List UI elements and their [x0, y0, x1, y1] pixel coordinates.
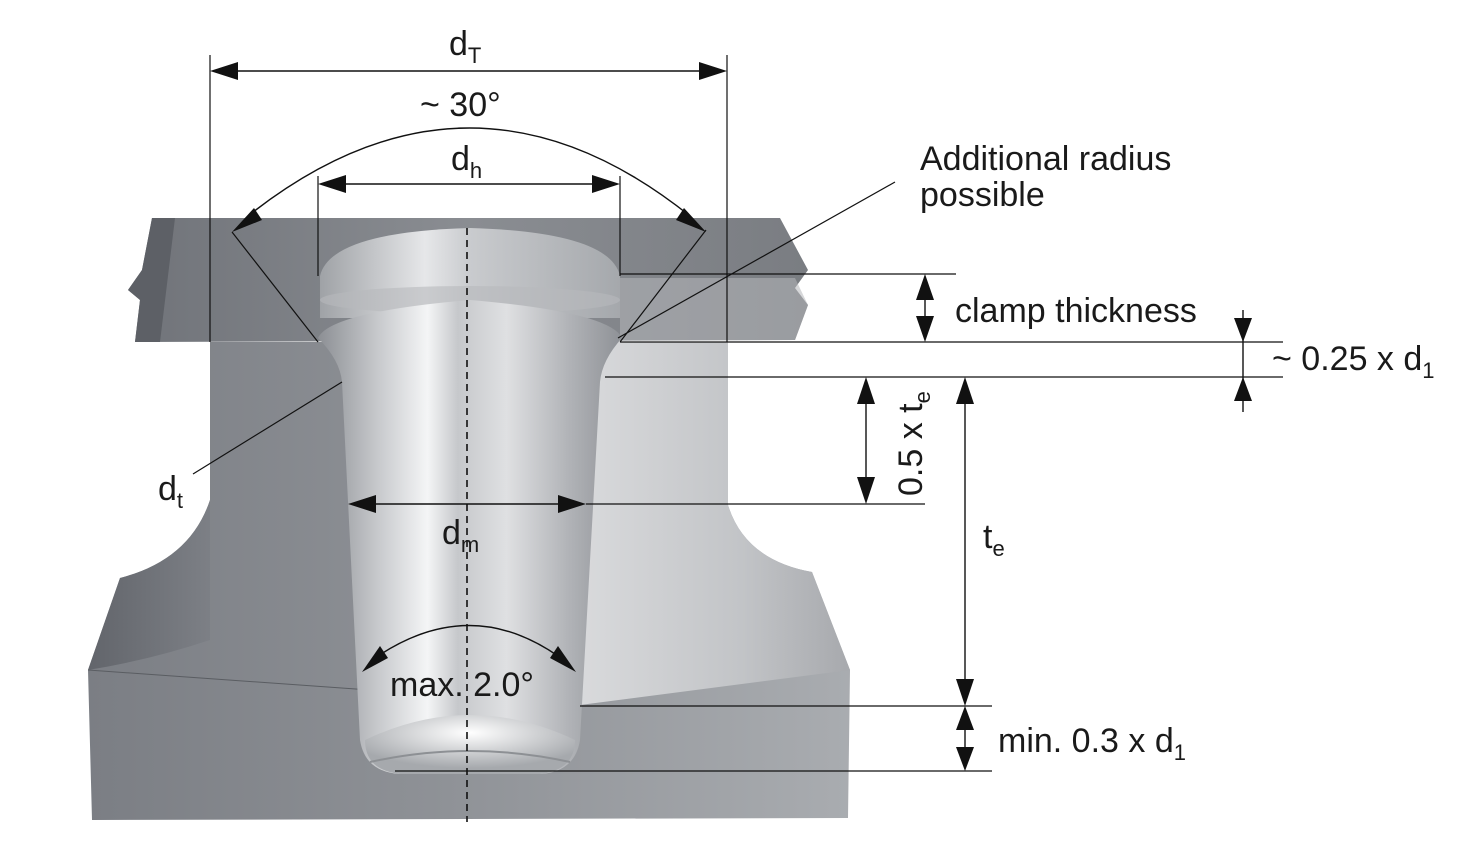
dim-te [956, 377, 974, 706]
dim-half-te [586, 377, 925, 505]
label-dt: dt [158, 470, 183, 513]
dim-min-d1 [395, 705, 992, 772]
label-half-te: 0.5 x te [892, 391, 935, 496]
dim-angle-2 [362, 624, 576, 672]
label-dh: dh [451, 140, 482, 183]
label-clamp-thickness: clamp thickness [955, 292, 1197, 330]
label-min-d1: min. 0.3 x d1 [998, 722, 1186, 765]
dim-quarter-d1 [605, 310, 1283, 412]
dim-dh [317, 175, 621, 276]
label-dm: dm [442, 514, 479, 557]
bore-hole [318, 228, 622, 774]
leader-dt [192, 381, 343, 475]
label-additional-radius-2: possible [920, 176, 1045, 214]
label-quarter-d1: ~ 0.25 x d1 [1272, 340, 1435, 383]
dim-angle-30 [231, 127, 707, 343]
label-dT: dT [449, 25, 481, 68]
leader-additional-radius [617, 181, 896, 339]
label-additional-radius-1: Additional radius [920, 140, 1171, 178]
label-angle-2: max. 2.0° [390, 666, 534, 704]
dim-clamp-thickness [620, 273, 1283, 343]
dim-dm [348, 495, 586, 513]
dim-dT [209, 55, 728, 342]
label-te: te [983, 518, 1005, 561]
label-angle-30: ~ 30° [420, 86, 501, 124]
